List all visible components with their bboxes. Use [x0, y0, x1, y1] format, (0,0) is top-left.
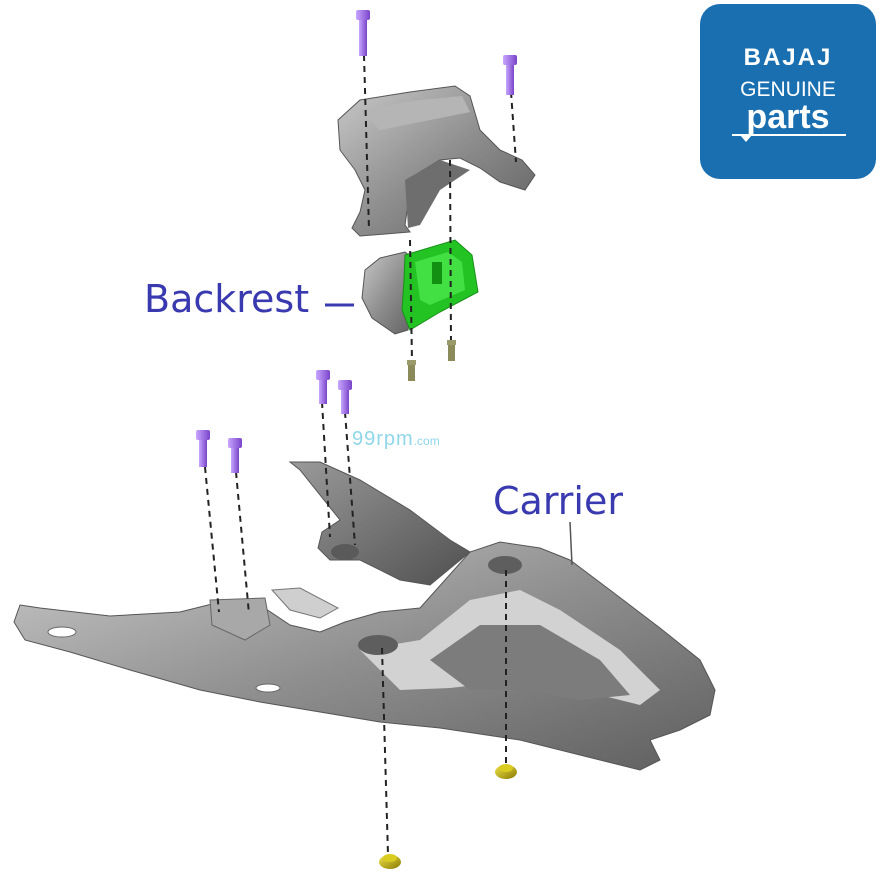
- screw-icon: [196, 430, 210, 467]
- backrest-pad: [361, 239, 479, 335]
- watermark-main: 99rpm: [352, 428, 414, 450]
- flange-nut-icon: [495, 764, 517, 779]
- backrest-bracket: [337, 85, 536, 237]
- carrier-frame: [13, 461, 716, 771]
- logo-line-genuine: GENUINE: [740, 78, 836, 101]
- backrest-label: Backrest: [144, 277, 310, 321]
- site-watermark: 99rpm.com: [352, 428, 440, 451]
- screw-icon: [447, 340, 456, 361]
- screw-icon: [338, 380, 352, 414]
- logo-underline-notch: [740, 135, 752, 142]
- watermark-suffix: .com: [413, 434, 440, 448]
- screw-icon: [407, 360, 416, 381]
- logo-line-parts: parts: [746, 98, 830, 136]
- screw-icon: [316, 370, 330, 404]
- logo-underline: [732, 134, 846, 136]
- logo-brand: BAJAJ: [743, 44, 833, 71]
- screw-icon: [503, 55, 517, 95]
- bajaj-genuine-parts-logo: BAJAJ GENUINE parts: [700, 4, 876, 179]
- assembly-guide-lines: [204, 54, 517, 856]
- flange-nut-icon: [379, 854, 401, 869]
- carrier-leader-line: [569, 521, 573, 566]
- carrier-label: Carrier: [493, 479, 623, 523]
- screw-icon: [228, 438, 242, 473]
- screw-icon: [356, 10, 370, 56]
